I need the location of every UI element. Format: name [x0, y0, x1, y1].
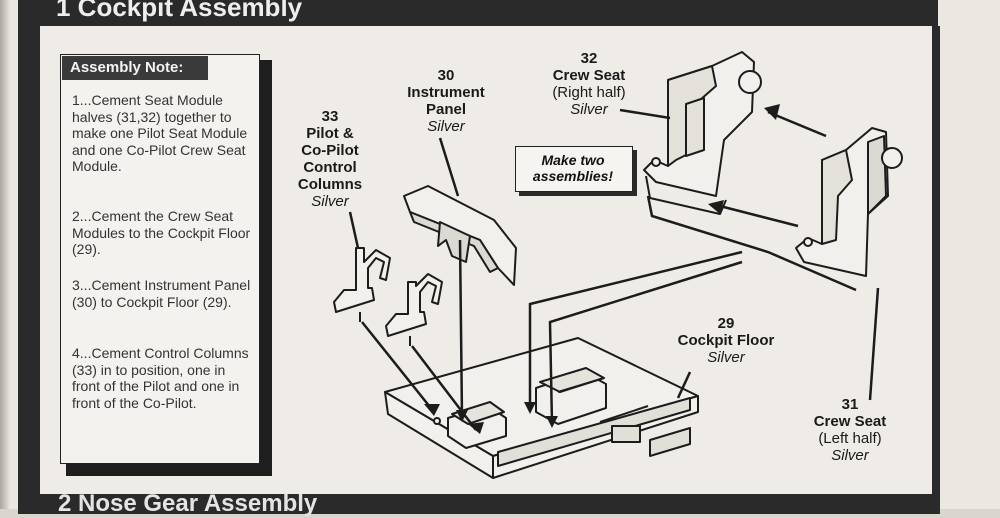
part-33-material: Silver: [311, 193, 349, 210]
assembly-step-1: 1...Cement Seat Module halves (31,32) to…: [72, 92, 248, 174]
section-header-bar: [18, 0, 938, 26]
control-column-part-1: [333, 247, 391, 322]
callout-part-30: 30 Instrument Panel Silver: [396, 67, 496, 135]
part-32-name: Crew Seat: [552, 67, 626, 84]
crew-seat-left-half-part: [795, 127, 903, 277]
part-33-name-line-2: Co-Pilot: [301, 142, 359, 159]
part-33-name-line-1: Pilot &: [306, 125, 354, 142]
callout-part-33: 33 Pilot & Co-Pilot Control Columns Silv…: [294, 108, 366, 210]
instrument-panel-part: [403, 185, 517, 286]
arrowheads: [424, 104, 780, 434]
part-32-material: Silver: [570, 101, 608, 118]
part-31-detail: (Left half): [818, 430, 882, 447]
make-two-line-1: Make two: [541, 152, 605, 168]
part-31-number: 31: [841, 396, 859, 413]
control-column-part-2: [385, 273, 443, 346]
part-33-number: 33: [321, 108, 339, 125]
cockpit-floor-part: [384, 337, 699, 479]
section-title: 1 Cockpit Assembly: [56, 0, 303, 22]
part-30-name-line-1: Instrument: [407, 84, 485, 101]
page-binding: [0, 0, 10, 509]
make-two-note: Make two assemblies!: [515, 152, 631, 184]
part-29-material: Silver: [707, 349, 745, 366]
frame-right-border: [932, 26, 940, 496]
assembly-step-2: 2...Cement the Crew Seat Modules to the …: [72, 208, 251, 257]
assembly-note-heading: Assembly Note:: [62, 56, 208, 80]
leader-lines: [348, 108, 880, 431]
assembly-step-3: 3...Cement Instrument Panel (30) to Cock…: [72, 277, 251, 310]
assembly-step-4: 4...Cement Control Columns (33) in to po…: [72, 345, 249, 411]
crew-seat-right-half-part: [643, 51, 762, 215]
part-33-name-line-4: Columns: [297, 176, 363, 193]
part-29-name: Cockpit Floor: [677, 332, 775, 349]
part-30-number: 30: [437, 67, 455, 84]
frame-left-border: [18, 26, 40, 496]
part-30-material: Silver: [427, 118, 465, 135]
make-two-box: [515, 146, 633, 192]
callout-part-29: 29 Cockpit Floor Silver: [664, 315, 788, 366]
part-32-detail: (Right half): [552, 84, 626, 101]
part-30-name-line-2: Panel: [425, 101, 467, 118]
part-31-name: Crew Seat: [813, 413, 887, 430]
part-31-material: Silver: [831, 447, 869, 464]
assembly-note-box: [60, 54, 260, 464]
make-two-line-2: assemblies!: [532, 168, 614, 184]
part-32-number: 32: [580, 50, 598, 67]
part-33-name-line-3: Control: [303, 159, 357, 176]
part-29-number: 29: [717, 315, 735, 332]
callout-part-32: 32 Crew Seat (Right half) Silver: [538, 50, 640, 118]
callout-part-31: 31 Crew Seat (Left half) Silver: [800, 396, 900, 464]
